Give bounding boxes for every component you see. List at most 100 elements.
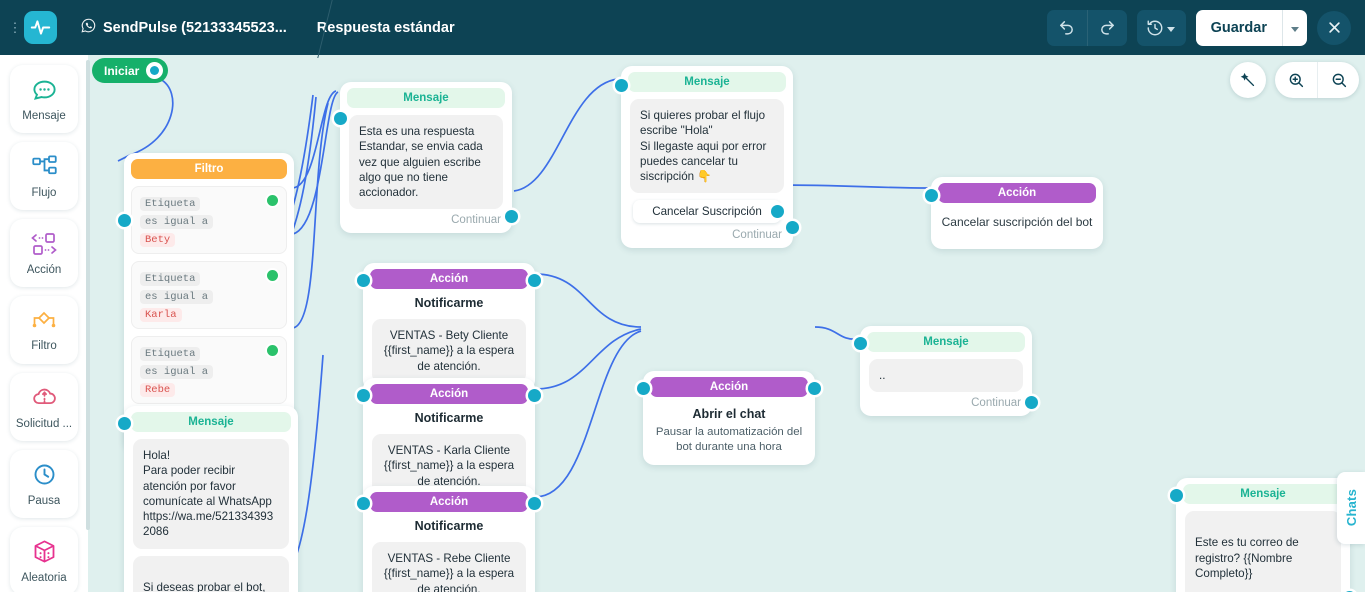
node-header: Mensaje: [347, 88, 505, 108]
message-text-1: Hola! Para poder recibir atención por fa…: [133, 439, 289, 549]
breadcrumb-account[interactable]: SendPulse (52133345523...: [57, 18, 287, 37]
flow-canvas[interactable]: Iniciar Filtro Etiqueta es igual a Bety …: [88, 55, 1365, 592]
filter-operator: es igual a: [140, 365, 214, 379]
sidebar-scrollbar[interactable]: [86, 60, 90, 530]
filter-value: Rebe: [140, 383, 176, 397]
magic-wand-button[interactable]: [1230, 62, 1266, 98]
node-input-port[interactable]: [334, 112, 347, 125]
node-header: Acción: [938, 183, 1096, 203]
save-button[interactable]: Guardar: [1210, 19, 1267, 36]
node-filtro-header: Filtro: [131, 159, 287, 179]
sidebar-item-label: Aleatoria: [21, 572, 67, 584]
node-accion-notificarme-rebe[interactable]: Acción Notificarme VENTAS - Rebe Cliente…: [357, 486, 541, 592]
quick-reply-label: Cancelar Suscripción: [652, 205, 762, 219]
filter-row[interactable]: Etiqueta es igual a Karla: [131, 261, 287, 329]
message-text: Si quieres probar el flujo escribe "Hola…: [630, 99, 784, 194]
message-block-2: Si deseas probar el bot, puedes continua…: [133, 555, 289, 592]
node-input-port[interactable]: [854, 337, 867, 350]
save-options-button[interactable]: [1282, 9, 1307, 46]
action-text: VENTAS - Rebe Cliente {{first_name}} a l…: [372, 542, 526, 592]
drag-handle-icon[interactable]: ⋮: [8, 20, 22, 35]
node-header: Mensaje: [1183, 484, 1343, 504]
node-continue-port[interactable]: [786, 221, 799, 234]
node-mensaje-estandar[interactable]: Mensaje Esta es una respuesta Estandar, …: [334, 82, 518, 234]
node-output-port[interactable]: [528, 389, 541, 402]
top-bar-actions: Guardar: [1046, 9, 1365, 46]
breadcrumb-account-label: SendPulse (52133345523...: [103, 19, 287, 36]
history-icon: [1147, 20, 1163, 35]
start-port[interactable]: [146, 62, 164, 79]
message-text: ..: [869, 359, 1023, 393]
node-filtro-input-port[interactable]: [118, 214, 131, 227]
sidebar-item-flujo[interactable]: Flujo: [10, 142, 78, 210]
node-mensaje-correo-registro[interactable]: Mensaje Este es tu correo de registro? {…: [1170, 478, 1356, 592]
node-accion-notificarme-bety[interactable]: Acción Notificarme VENTAS - Bety Cliente…: [357, 263, 541, 391]
node-input-port[interactable]: [1170, 489, 1183, 502]
sidebar-item-aleatoria[interactable]: Aleatoria: [10, 527, 78, 592]
left-sidebar: Mensaje Flujo Acción Filtro Solicitud ..…: [0, 55, 88, 592]
sidebar-item-filtro[interactable]: Filtro: [10, 296, 78, 364]
node-mensaje-puntos[interactable]: Mensaje .. Continuar: [854, 326, 1038, 417]
sidebar-item-solicitud[interactable]: Solicitud ...: [10, 373, 78, 441]
message-text-2: Si deseas probar el bot, puedes continua…: [143, 581, 266, 592]
breadcrumb-current: Respuesta estándar: [316, 19, 455, 36]
continue-label: Continuar: [451, 214, 501, 227]
node-input-port[interactable]: [357, 497, 370, 510]
node-accion-abrir-el-chat[interactable]: Acción Abrir el chat Pausar la automatiz…: [637, 371, 821, 466]
node-input-port[interactable]: [925, 189, 938, 202]
sidebar-item-label: Flujo: [31, 187, 57, 199]
undo-icon[interactable]: [1047, 10, 1087, 46]
chats-tab[interactable]: Chats: [1337, 472, 1365, 544]
action-text: VENTAS - Bety Cliente {{first_name}} a l…: [372, 319, 526, 383]
zoom-out-button[interactable]: [1317, 62, 1359, 98]
sidebar-item-label: Acción: [26, 263, 62, 276]
node-output-port[interactable]: [528, 497, 541, 510]
close-button[interactable]: [1317, 10, 1351, 45]
sidebar-item-label: Filtro: [31, 339, 57, 352]
node-input-port[interactable]: [357, 274, 370, 287]
chats-tab-label: Chats: [1343, 489, 1359, 527]
sidebar-item-accion[interactable]: Acción: [10, 219, 78, 287]
node-input-port[interactable]: [357, 389, 370, 402]
node-continue-port[interactable]: [505, 210, 518, 223]
save-group: Guardar: [1195, 9, 1307, 46]
filter-row-status-port[interactable]: [267, 270, 278, 281]
node-header: Acción: [650, 377, 808, 397]
node-header: Acción: [370, 269, 528, 289]
filter-row-status-port[interactable]: [267, 195, 278, 206]
node-continue-port[interactable]: [1025, 396, 1038, 409]
node-accion-notificarme-karla[interactable]: Acción Notificarme VENTAS - Karla Client…: [357, 378, 541, 506]
node-output-port[interactable]: [808, 382, 821, 395]
sendpulse-logo-icon[interactable]: [24, 11, 57, 44]
top-bar: ⋮ SendPulse (52133345523... Respuesta es…: [0, 0, 1365, 55]
sidebar-item-mensaje[interactable]: Mensaje: [10, 65, 78, 133]
sidebar-item-pausa[interactable]: Pausa: [10, 450, 78, 518]
node-input-port[interactable]: [118, 417, 131, 430]
quick-reply-cancelar-suscripcion[interactable]: Cancelar Suscripción: [633, 200, 784, 224]
node-mensaje-probar-flujo[interactable]: Mensaje Si quieres probar el flujo escri…: [615, 66, 799, 249]
redo-icon[interactable]: [1086, 9, 1127, 46]
action-title: Abrir el chat: [692, 407, 766, 421]
magic-wand-icon: [1240, 72, 1254, 86]
filter-field: Etiqueta: [140, 272, 201, 286]
continue-label: Continuar: [732, 229, 782, 242]
node-mensaje-hola[interactable]: Mensaje Hola! Para poder recibir atenció…: [118, 406, 298, 592]
quick-reply-port[interactable]: [771, 205, 784, 219]
sidebar-item-label: Solicitud ...: [15, 418, 73, 430]
node-accion-cancelar-suscripcion[interactable]: Acción Cancelar suscripción del bot: [925, 177, 1103, 249]
filter-row[interactable]: Etiqueta es igual a Rebe: [131, 336, 287, 404]
flow-nodes-icon: [31, 153, 58, 183]
start-node[interactable]: Iniciar: [92, 58, 169, 83]
node-input-port[interactable]: [637, 382, 650, 395]
message-text: Esta es una respuesta Estandar, se envia…: [349, 115, 503, 210]
node-input-port[interactable]: [615, 79, 628, 92]
node-output-port[interactable]: [528, 274, 541, 287]
filter-row-status-port[interactable]: [267, 345, 278, 356]
clock-icon: [31, 461, 58, 491]
canvas-tools: [1230, 62, 1359, 98]
zoom-in-button[interactable]: [1275, 62, 1317, 98]
history-button[interactable]: [1136, 9, 1186, 46]
action-title: Notificarme: [414, 296, 484, 310]
filter-row[interactable]: Etiqueta es igual a Bety: [131, 186, 287, 254]
filter-value: Bety: [140, 233, 176, 247]
